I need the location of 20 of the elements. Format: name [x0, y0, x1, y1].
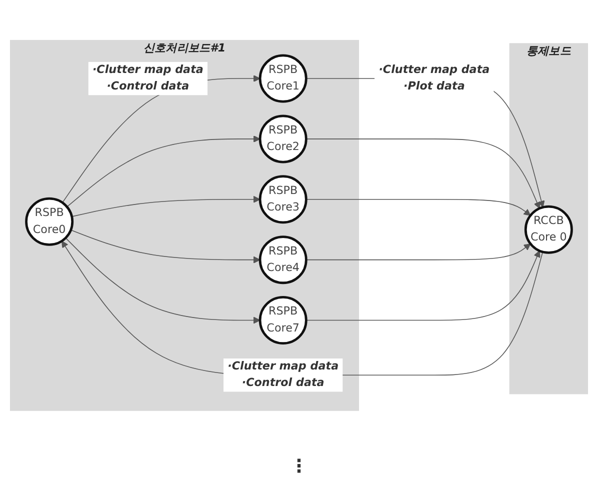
- arrow: [306, 198, 531, 216]
- edge-label: ·Clutter map data ·Control data: [228, 360, 339, 389]
- ellipsis-mark: ⋮: [290, 456, 308, 476]
- arrow: [70, 229, 260, 263]
- arrow: [61, 240, 544, 376]
- node-circle: RCCB Core 0: [524, 204, 573, 254]
- arrow: [306, 138, 540, 208]
- arrow: [306, 250, 540, 320]
- edge-label: ·Clutter map data ·Control data: [92, 62, 204, 92]
- edge-label: ·Clutter map data ·Plot data: [378, 62, 490, 92]
- node-circle: RSPB Core2: [258, 114, 308, 163]
- node-circle: RSPB Core4: [258, 235, 308, 284]
- arrow: [65, 237, 260, 324]
- node-circle: RSPB Core0: [25, 196, 74, 246]
- node-circle: RSPB Core1: [258, 54, 308, 102]
- node-circle: RSPB Core7: [258, 296, 308, 344]
- node-circle: RSPB Core3: [258, 174, 308, 224]
- arrow: [66, 135, 260, 207]
- arrow: [306, 242, 531, 260]
- arrow: [71, 195, 260, 217]
